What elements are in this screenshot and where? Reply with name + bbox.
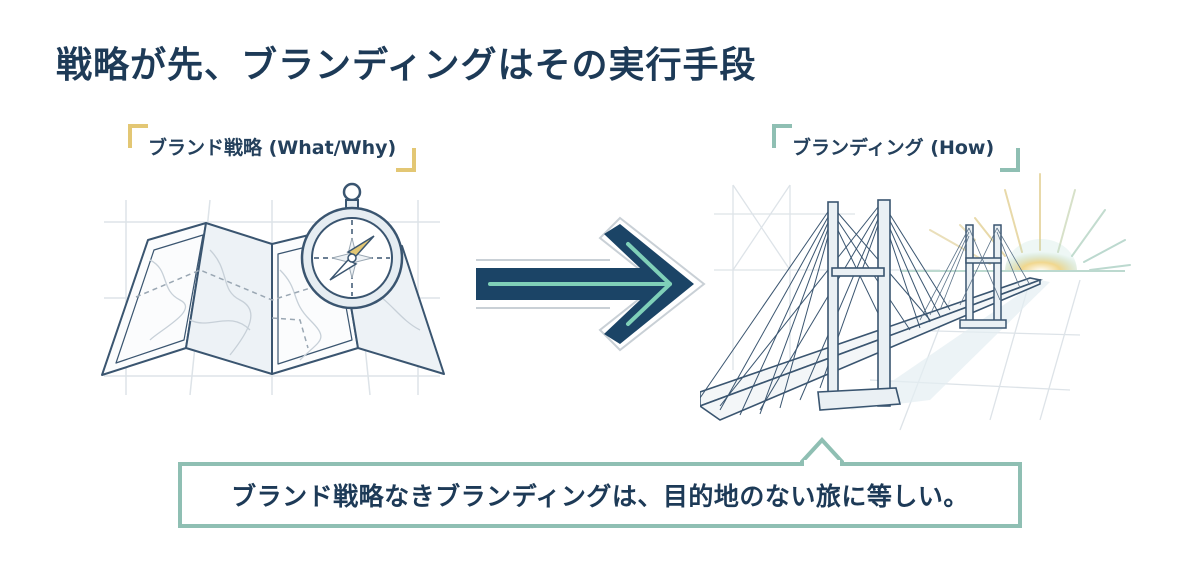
open-bracket-icon <box>128 124 148 148</box>
brand-strategy-label: ブランド戦略 (What/Why) <box>148 137 397 159</box>
branding-label: ブランディング (How) <box>792 137 995 159</box>
cable-stayed-bridge-with-sunrise-icon <box>700 173 1131 431</box>
close-bracket-icon <box>396 148 416 172</box>
open-bracket-icon <box>772 124 792 148</box>
map-with-compass-icon <box>101 182 445 396</box>
conclusion-text: ブランド戦略なきブランディングは、目的地のない旅に等しい。 <box>231 482 969 511</box>
page-title: 戦略が先、ブランディングはその実行手段 <box>56 45 757 86</box>
right-arrow-icon <box>476 216 706 352</box>
close-bracket-icon <box>1000 148 1020 172</box>
conclusion-callout: ブランド戦略なきブランディングは、目的地のない旅に等しい。 <box>178 462 1022 528</box>
callout-pointer-icon <box>800 437 844 466</box>
callout-joint <box>804 460 840 468</box>
